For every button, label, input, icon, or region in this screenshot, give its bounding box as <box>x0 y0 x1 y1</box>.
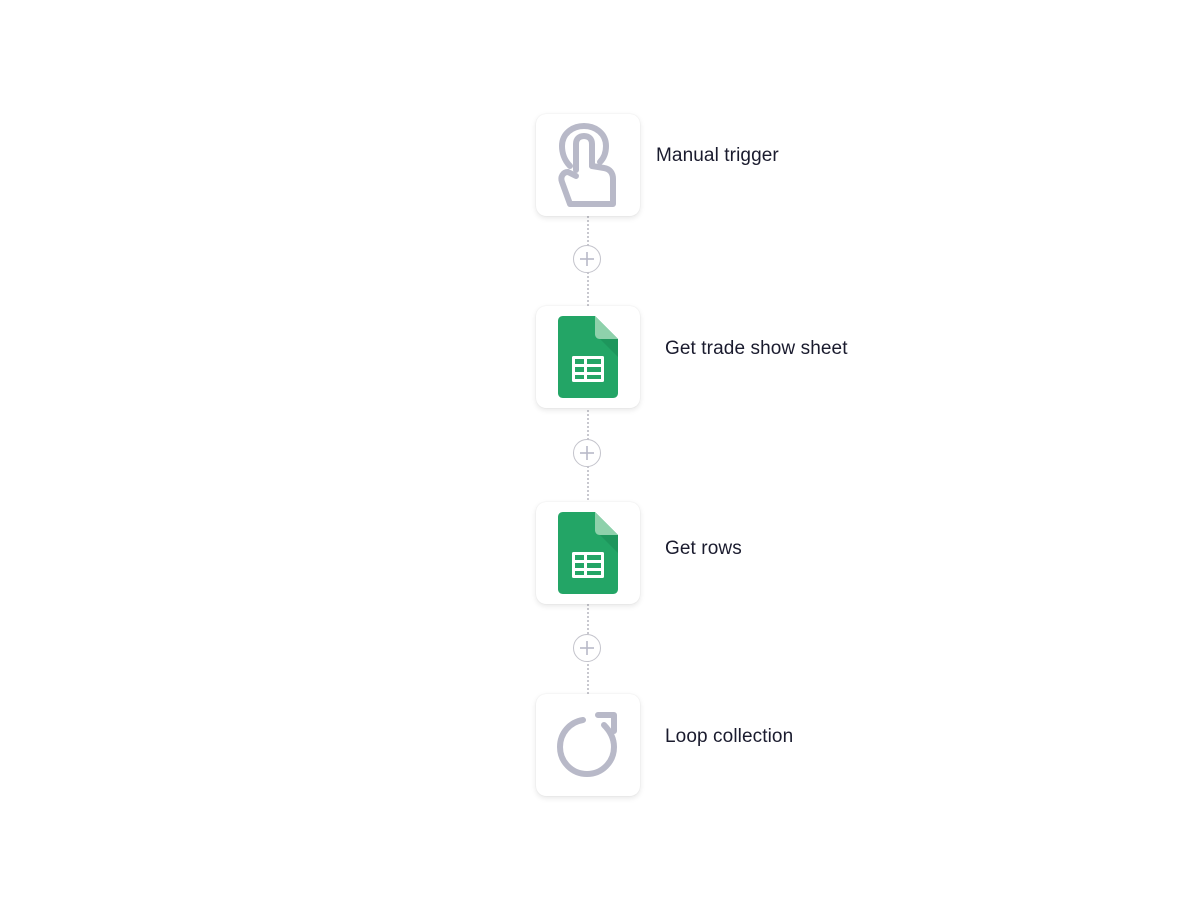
google-sheets-icon <box>558 512 618 594</box>
step-label-get-trade-show-sheet: Get trade show sheet <box>665 338 848 359</box>
add-step-button[interactable] <box>573 634 601 662</box>
step-card-manual-trigger[interactable] <box>536 114 640 216</box>
plus-icon <box>580 446 594 460</box>
step-card-get-trade-show-sheet[interactable] <box>536 306 640 408</box>
plus-icon <box>580 252 594 266</box>
step-card-get-rows[interactable] <box>536 502 640 604</box>
step-card-loop-collection[interactable] <box>536 694 640 796</box>
google-sheets-icon <box>558 316 618 398</box>
add-step-button[interactable] <box>573 245 601 273</box>
step-label-manual-trigger: Manual trigger <box>656 145 779 166</box>
step-label-loop-collection: Loop collection <box>665 726 794 747</box>
plus-icon <box>580 641 594 655</box>
hand-pointer-icon <box>558 122 616 207</box>
loop-icon <box>556 712 618 778</box>
step-label-get-rows: Get rows <box>665 538 742 559</box>
add-step-button[interactable] <box>573 439 601 467</box>
